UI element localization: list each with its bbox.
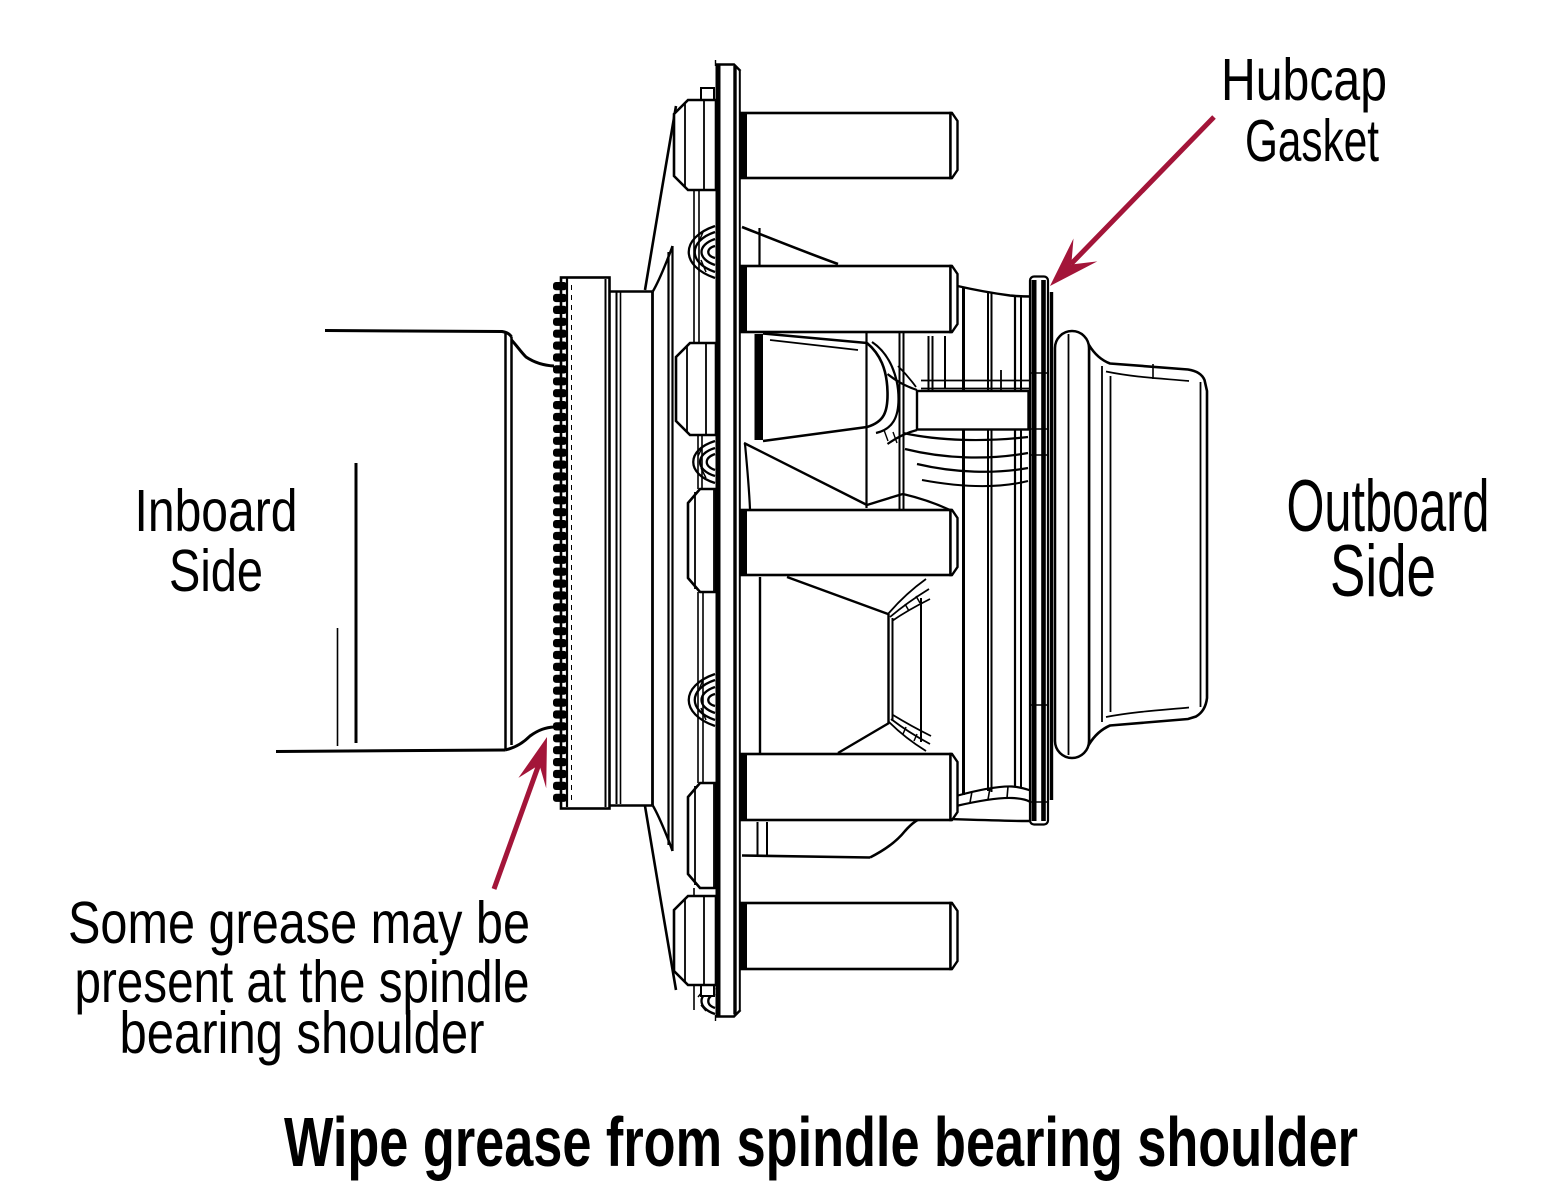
svg-text:Inboard: Inboard xyxy=(135,478,298,544)
svg-text:present at the spindle: present at the spindle xyxy=(75,949,530,1015)
svg-text:Side: Side xyxy=(169,538,263,604)
svg-text:Wipe grease from spindle beari: Wipe grease from spindle bearing shoulde… xyxy=(284,1103,1358,1181)
svg-text:Gasket: Gasket xyxy=(1245,108,1379,174)
svg-text:bearing shoulder: bearing shoulder xyxy=(120,1000,485,1066)
svg-text:Outboard: Outboard xyxy=(1287,466,1490,547)
svg-text:Some grease may be: Some grease may be xyxy=(68,890,530,956)
svg-text:Hubcap: Hubcap xyxy=(1221,47,1387,113)
svg-text:Side: Side xyxy=(1330,531,1436,612)
